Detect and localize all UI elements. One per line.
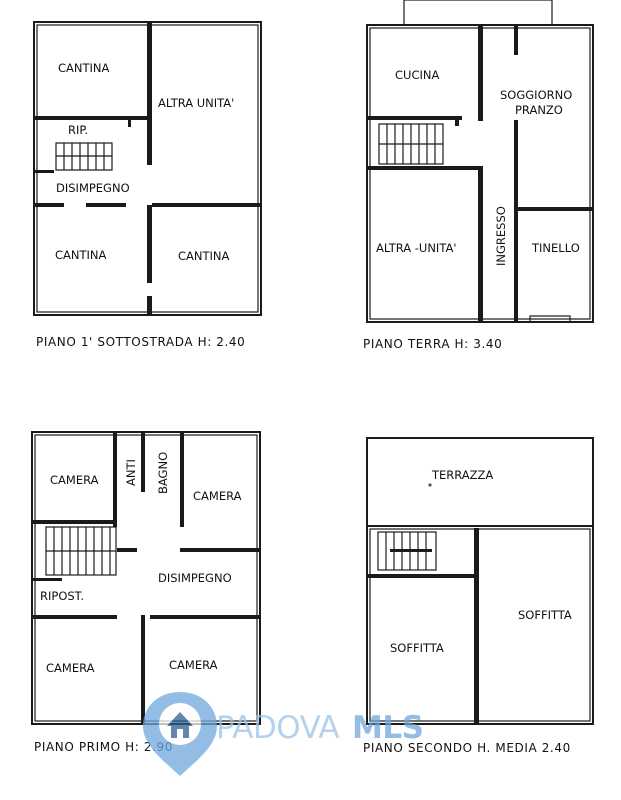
stair-icon (55, 142, 113, 171)
room-altra-unita: ALTRA UNITA' (158, 96, 234, 110)
plan-piano-sottostrada: CANTINA ALTRA UNITA' RIP. DISIMPEGNO CAN… (33, 21, 262, 349)
room-cantina-2: CANTINA (55, 248, 107, 262)
room-camera-3: CAMERA (46, 661, 95, 675)
room-altra-unita-terra: ALTRA -UNITA' (376, 241, 456, 255)
room-camera-2: CAMERA (193, 489, 242, 503)
room-anti: ANTI (124, 459, 138, 486)
room-soffitta-1: SOFFITTA (390, 641, 444, 655)
room-soffitta-2: SOFFITTA (518, 608, 572, 622)
stair-icon (45, 526, 117, 576)
room-camera-4: CAMERA (169, 658, 218, 672)
room-soggiorno: SOGGIORNO (500, 88, 572, 102)
house-pin-icon (143, 692, 217, 776)
padovamls-watermark: PADOVA MLS (143, 692, 424, 776)
plan-caption-terra: PIANO TERRA H: 3.40 (363, 337, 502, 351)
room-bagno: BAGNO (156, 452, 170, 494)
room-pranzo: PRANZO (515, 103, 563, 117)
room-rip: RIP. (68, 123, 88, 137)
stair-icon (378, 123, 444, 165)
room-ingresso: INGRESSO (494, 206, 508, 266)
room-cantina-3: CANTINA (178, 249, 230, 263)
plan-caption-secondo: PIANO SECONDO H. MEDIA 2.40 (363, 741, 571, 755)
stair-icon (377, 531, 437, 571)
plan-piano-primo: CAMERA ANTI BAGNO CAMERA DISIMPEGNO RIPO… (31, 431, 261, 754)
plan-caption-primo: PIANO PRIMO H: 2.90 (34, 740, 173, 754)
room-camera-1: CAMERA (50, 473, 99, 487)
watermark-brand-bold: MLS (352, 710, 423, 746)
watermark-brand-light: PADOVA (216, 710, 339, 746)
plan-caption-sottostrada: PIANO 1' SOTTOSTRADA H: 2.40 (36, 335, 245, 349)
room-ripost: RIPOST. (40, 589, 84, 603)
room-disimpegno: DISIMPEGNO (56, 181, 130, 195)
room-cantina-1: CANTINA (58, 61, 110, 75)
room-cucina: CUCINA (395, 68, 439, 82)
plan-piano-terra: CUCINA SOGGIORNO PRANZO INGRESSO ALTRA -… (363, 0, 594, 351)
plan-piano-secondo: TERRAZZA SOFFITTA SOFFITTA PIANO SECONDO… (363, 437, 594, 755)
room-tinello: TINELLO (531, 241, 580, 255)
room-disimpegno-primo: DISIMPEGNO (158, 571, 232, 585)
room-terrazza: TERRAZZA (431, 468, 493, 482)
